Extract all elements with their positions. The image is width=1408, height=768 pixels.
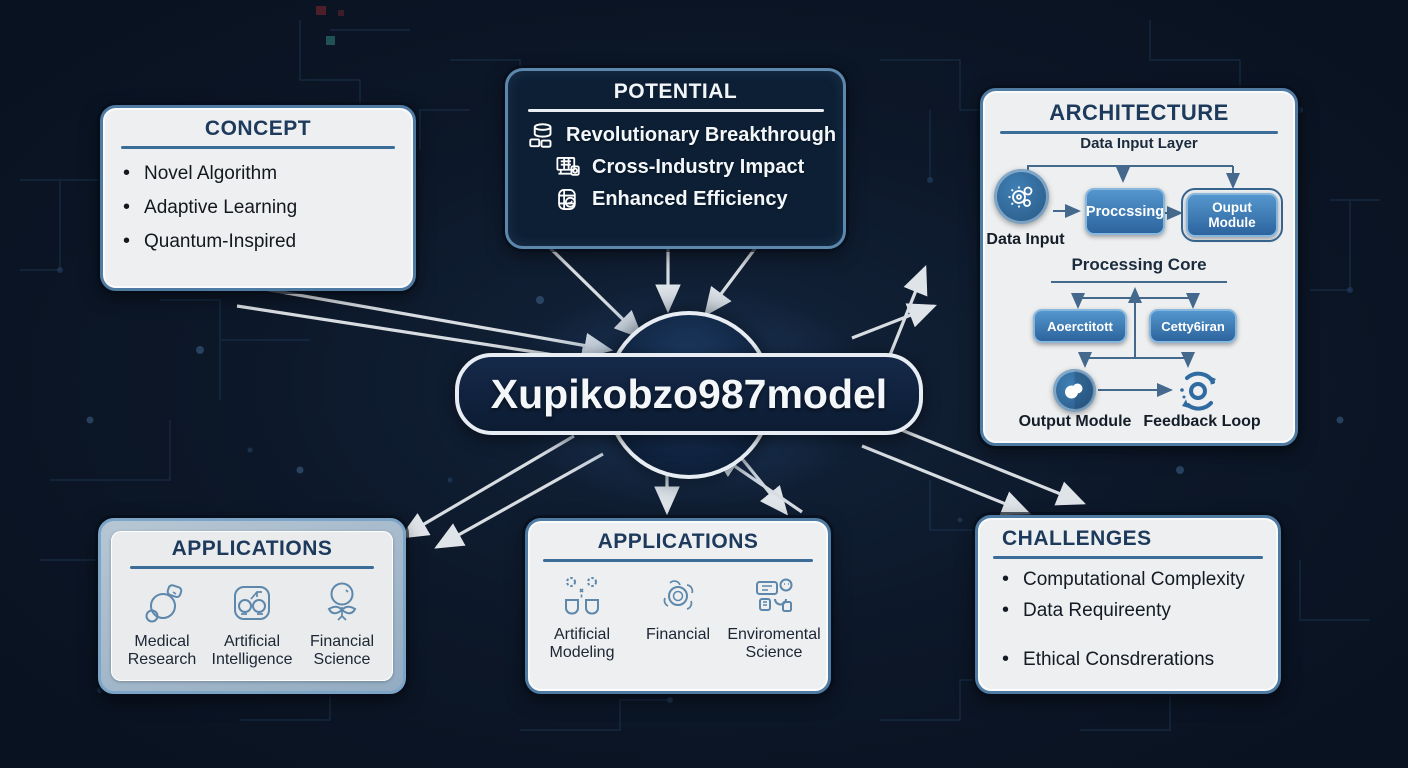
processing-core-underline: [1051, 281, 1227, 283]
application-item: Financial Science: [297, 579, 386, 669]
concept-item: Adaptive Learning: [123, 195, 413, 220]
potential-item-label: Cross-Industry Impact: [592, 156, 805, 178]
concept-list: Novel Algorithm Adaptive Learning Quantu…: [103, 161, 413, 254]
challenges-box: CHALLENGES Computational Complexity Data…: [975, 515, 1281, 694]
data-input-icon: [994, 169, 1049, 224]
efficiency-barrel-icon: [558, 189, 576, 210]
data-input-label: Data Input: [986, 231, 1065, 248]
challenges-list: Computational Complexity Data Requireent…: [978, 567, 1278, 672]
core-left-button-label: Aoerctitott: [1047, 318, 1113, 334]
challenges-item: Computational Complexity: [1002, 567, 1278, 592]
financial-science-icon: [327, 582, 357, 621]
medical-research-icon: [145, 584, 183, 623]
core-right-button[interactable]: Cetty6iran: [1149, 309, 1237, 343]
architecture-box: ARCHITECTURE: [980, 88, 1298, 446]
applications-left-inner: APPLICATIONS Medical Research: [111, 531, 393, 681]
feedback-loop-icon: [1180, 371, 1216, 411]
potential-title: POTENTIAL: [613, 80, 738, 103]
applications-left-title: APPLICATIONS: [171, 537, 333, 560]
application-item: Medical Research: [117, 579, 206, 669]
application-item: Artificial Modeling: [534, 572, 629, 662]
challenges-item: Ethical Consdrerations: [1002, 647, 1278, 672]
concept-item: Quantum-Inspired: [123, 229, 413, 254]
application-item-label: Artificial Modeling: [549, 626, 615, 661]
concept-item: Novel Algorithm: [123, 161, 413, 186]
application-item: Enviromental Science: [726, 572, 821, 662]
application-item: Financial: [630, 572, 725, 662]
architecture-underline: [1000, 131, 1278, 134]
artificial-modeling-icon: [565, 577, 599, 615]
processing-core-label: Processing Core: [1071, 255, 1207, 274]
output-module-button-label: Ouput Module: [1208, 200, 1256, 230]
application-item: Artificial Intelligence: [207, 579, 296, 669]
processing-button[interactable]: Proccssing: [1085, 188, 1165, 235]
applications-center-underline: [543, 559, 813, 562]
output-module-label: Output Module: [1018, 413, 1132, 430]
potential-box: POTENTIAL Revolutionary Breakthrough Cro…: [505, 68, 846, 249]
application-item-label: Artificial Intelligence: [211, 633, 293, 668]
potential-item-label: Enhanced Efficiency: [592, 188, 788, 210]
application-item-label: Financial: [645, 626, 711, 643]
concept-underline: [121, 146, 395, 149]
applications-center-title: APPLICATIONS: [597, 530, 759, 553]
processing-button-label: Proccssing: [1085, 203, 1165, 220]
application-item-label: Enviromental Science: [727, 626, 821, 661]
input-layer-label: Data Input Layer: [1080, 135, 1198, 152]
applications-left-underline: [130, 566, 374, 569]
concept-box: CONCEPT Novel Algorithm Adaptive Learnin…: [100, 105, 416, 291]
application-item-label: Medical Research: [127, 633, 197, 668]
output-module-icon: [1053, 369, 1096, 412]
applications-center-box: APPLICATIONS Artificial Modeling: [525, 518, 831, 694]
application-item-label: Financial Science: [309, 633, 375, 668]
potential-underline: [527, 109, 824, 112]
challenges-item: Data Requireenty: [1002, 598, 1278, 623]
financial-coins-icon: [663, 580, 694, 610]
core-left-button[interactable]: Aoerctitott: [1033, 309, 1127, 343]
potential-item-label: Revolutionary Breakthrough: [566, 124, 837, 146]
artificial-intelligence-icon: [234, 586, 270, 620]
feedback-loop-label: Feedback Loop: [1143, 413, 1261, 430]
core-right-button-label: Cetty6iran: [1161, 318, 1225, 334]
output-module-button[interactable]: Ouput Module: [1181, 188, 1283, 242]
database-icon: [529, 123, 552, 148]
industry-monitor-icon: [556, 157, 580, 176]
concept-title: CONCEPT: [204, 117, 312, 140]
challenges-title: CHALLENGES: [1002, 527, 1152, 550]
model-name: Xupikobzo987model: [490, 370, 888, 417]
challenges-underline: [993, 556, 1263, 559]
architecture-title: ARCHITECTURE: [1049, 100, 1229, 125]
environmental-science-icon: [756, 578, 793, 612]
center-node: Xupikobzo987model: [455, 353, 923, 435]
applications-left-box: APPLICATIONS Medical Research: [98, 518, 406, 694]
